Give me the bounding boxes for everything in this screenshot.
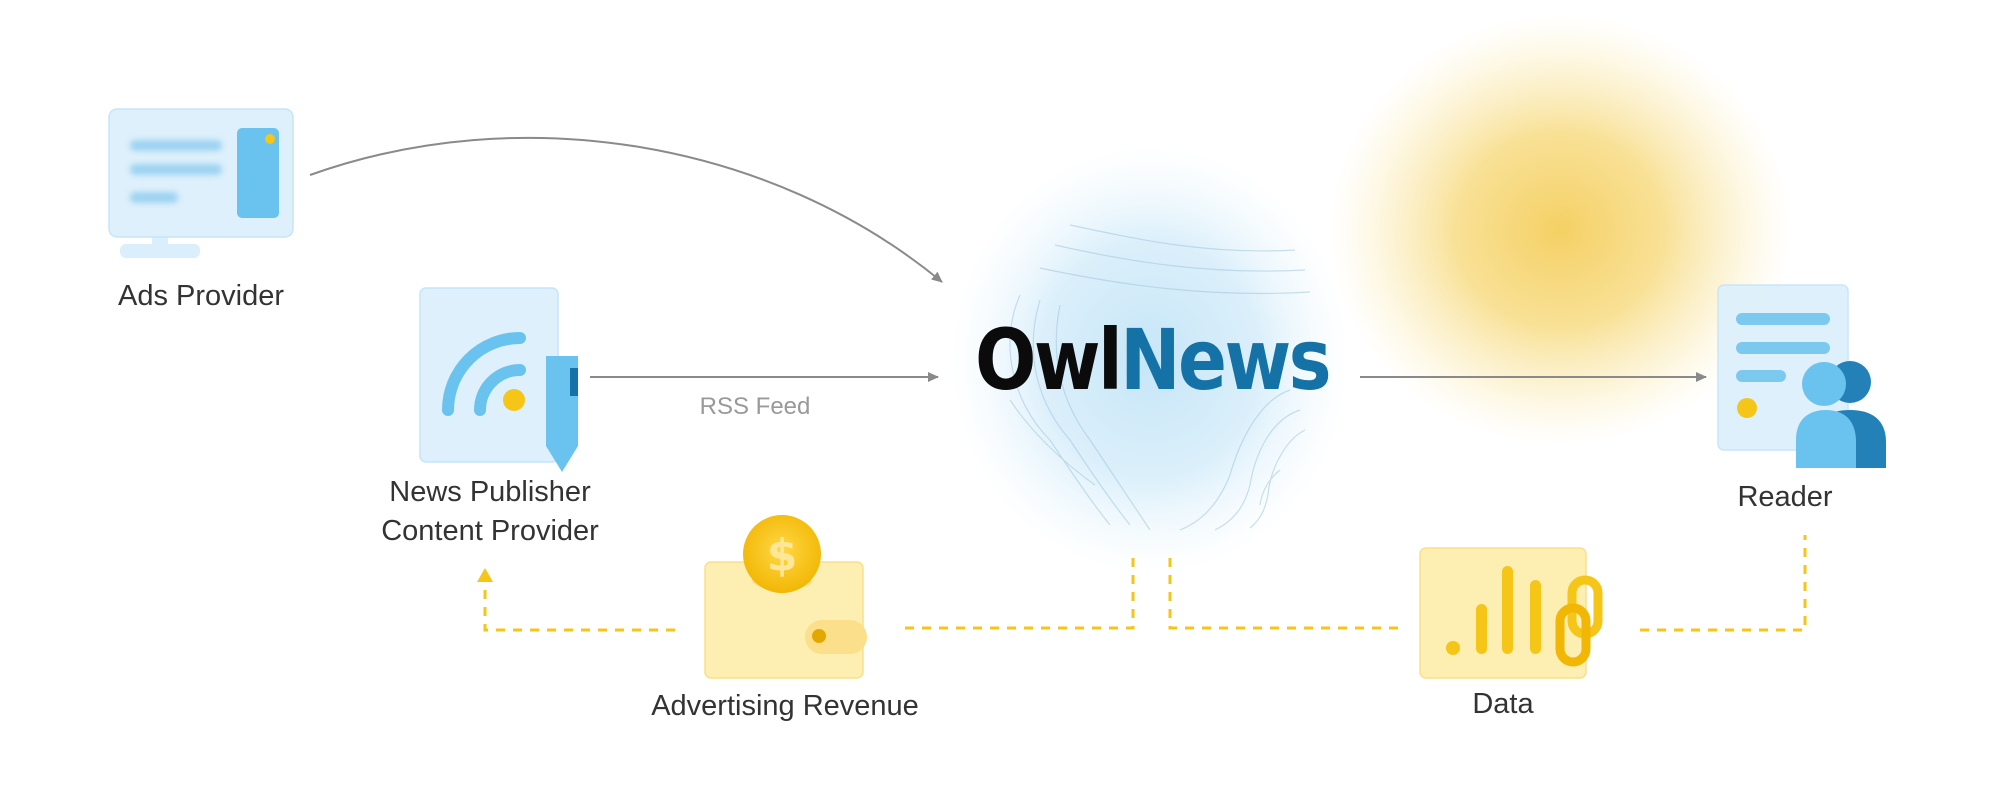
contour-pattern: [1009, 224, 1311, 531]
reader-icon: [1717, 284, 1886, 468]
ads-to-owlnews-arrow: [309, 136, 943, 283]
yellow-glow: [1330, 15, 1790, 445]
monitor-icon: [108, 108, 294, 258]
data-chart-icon: [1419, 547, 1603, 679]
revenue-data-flow: [483, 535, 1807, 632]
rss-publisher-icon: [419, 287, 578, 472]
owlnews-logo: OwlNews: [975, 318, 1332, 402]
advertising-revenue-label: Advertising Revenue: [651, 690, 919, 722]
publisher-label-line2: Content Provider: [381, 515, 599, 547]
data-label: Data: [1472, 688, 1534, 720]
svg-text:$: $: [767, 530, 798, 581]
wallet-coin-icon: $: [704, 515, 867, 679]
publisher-label-line1: News Publisher: [389, 476, 591, 508]
ads-provider-label: Ads Provider: [117, 280, 284, 312]
blue-glow: [950, 145, 1350, 575]
logo-part-news: News: [1120, 311, 1331, 409]
reader-label: Reader: [1737, 481, 1833, 513]
logo-part-owl: Owl: [975, 311, 1123, 409]
rss-feed-label: RSS Feed: [699, 393, 811, 420]
revenue-arrowhead-icon: [477, 568, 493, 582]
